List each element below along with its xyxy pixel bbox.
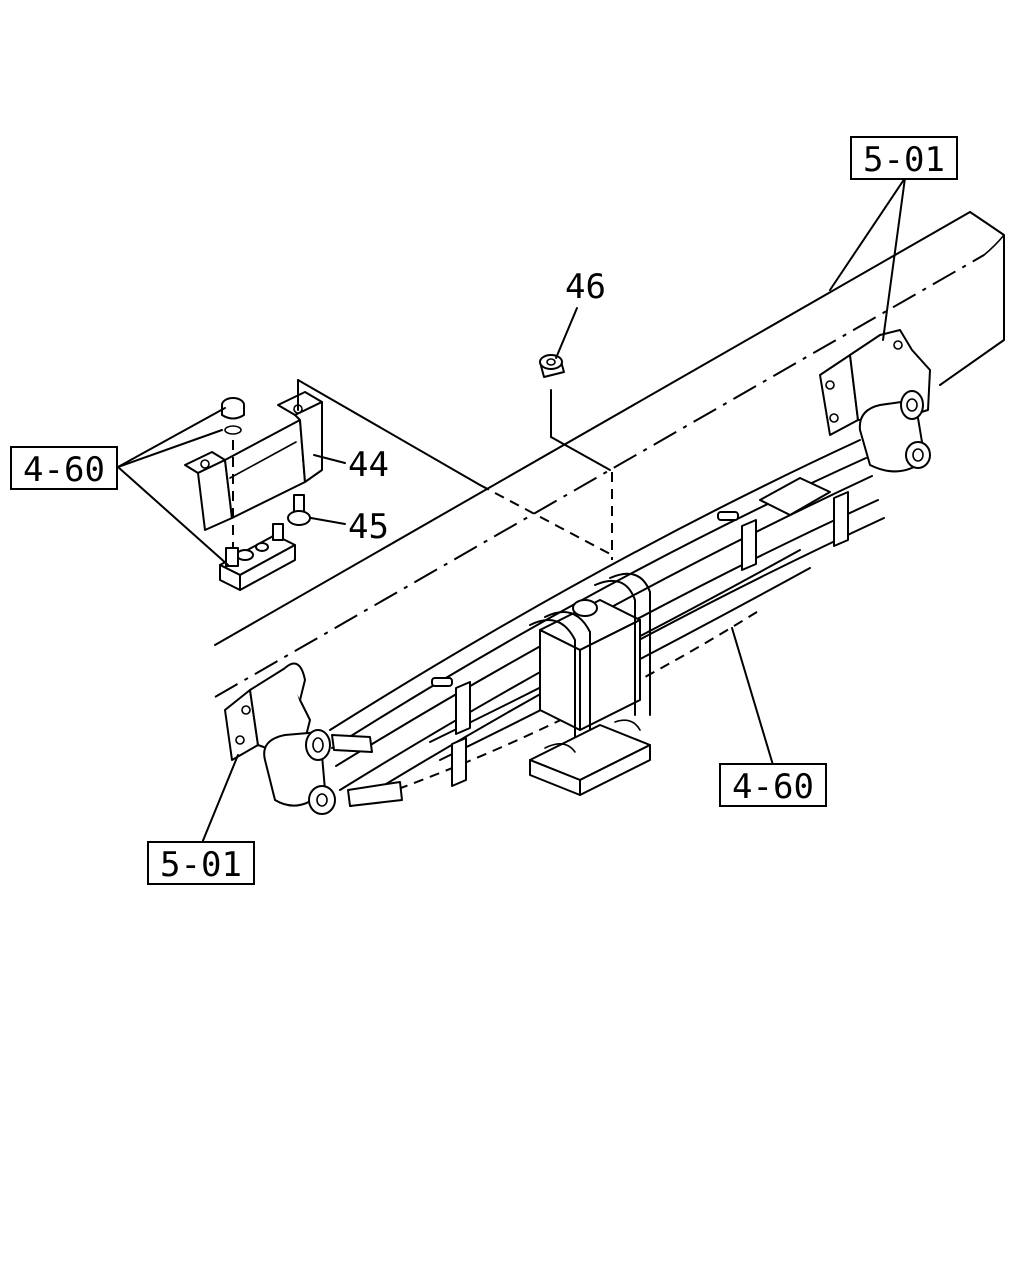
- u-bolt-center-assembly: [529, 572, 651, 796]
- left-spring-hanger: [224, 662, 336, 815]
- explode-lines: [297, 379, 613, 560]
- callout-box: [719, 763, 827, 807]
- frame-rail: [214, 211, 1005, 698]
- nut-part-46: [539, 354, 565, 438]
- right-spring-hanger: [819, 329, 931, 473]
- callout-box: [147, 841, 255, 885]
- callout-box: [850, 136, 958, 180]
- part-number-45: 45: [348, 507, 389, 547]
- callout-text: 5-01: [863, 140, 945, 180]
- callout-ref-460-bottom: 4-60: [719, 763, 827, 807]
- bolt-part-45: [287, 494, 311, 526]
- callout-leaders: [117, 177, 906, 844]
- callout-ref-460-left: 4-60: [10, 446, 118, 490]
- bracket-part-44: [184, 391, 323, 531]
- part-number-46: 46: [565, 267, 606, 307]
- part-number-44: 44: [348, 445, 389, 485]
- callout-ref-501-bottom: 5-01: [147, 841, 255, 885]
- callout-text: 4-60: [732, 767, 814, 807]
- callout-box: [10, 446, 118, 490]
- callout-text: 4-60: [23, 450, 105, 490]
- callout-ref-501-top: 5-01: [850, 136, 958, 180]
- washer-nut-stack: [221, 397, 245, 548]
- mount-pad: [219, 523, 296, 591]
- callout-text: 5-01: [160, 845, 242, 885]
